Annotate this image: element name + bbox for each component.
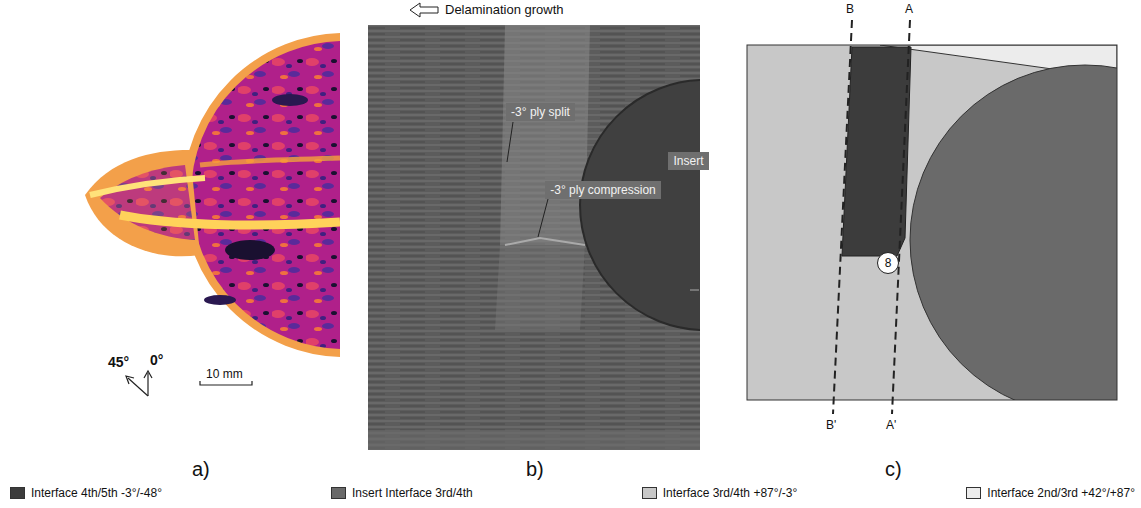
legend-text: Interface 3rd/4th +87°/-3° xyxy=(663,486,798,500)
figure-label: B' xyxy=(826,418,836,433)
figure-label: 10 mm xyxy=(206,367,243,382)
legend: Interface 4th/5th -3°/-48° Insert Interfa… xyxy=(10,484,1135,502)
figure-label: 45° xyxy=(108,354,129,371)
schematic xyxy=(747,45,1117,400)
annotation-box: Insert xyxy=(668,152,709,170)
node-text: -3° ply split xyxy=(511,105,570,119)
figure-label: c) xyxy=(885,458,902,481)
legend-text: Insert Interface 3rd/4th xyxy=(352,486,473,500)
figure-label: b) xyxy=(526,458,544,481)
legend-text: Interface 2nd/3rd +42°/+87° xyxy=(987,486,1135,500)
legend-item: Interface 2nd/3rd +42°/+87° xyxy=(966,486,1135,500)
legend-swatch xyxy=(642,487,657,499)
legend-item: Insert Interface 3rd/4th xyxy=(331,486,473,500)
orientation-arrows xyxy=(126,371,152,396)
legend-swatch xyxy=(10,487,25,499)
legend-swatch xyxy=(966,487,981,499)
figure-label: Delamination growth xyxy=(445,2,564,18)
figure-label: A xyxy=(905,2,913,17)
legend-text: Interface 4th/5th -3°/-48° xyxy=(31,486,162,500)
legend-swatch xyxy=(331,487,346,499)
thermal-image xyxy=(85,37,340,353)
panel-frame xyxy=(747,45,1117,400)
scale-bar xyxy=(200,381,252,385)
node-text: -3° ply compression xyxy=(550,183,656,197)
callout-number: 8 xyxy=(877,252,899,274)
annotation-box: -3° ply split xyxy=(506,103,575,121)
growth-arrow xyxy=(410,3,438,17)
figure-label: a) xyxy=(192,458,210,481)
figure-label: A' xyxy=(886,418,896,433)
node-text: 8 xyxy=(885,256,892,270)
node-text: Insert xyxy=(673,154,703,168)
figure-label: B xyxy=(846,2,854,17)
micrograph xyxy=(368,25,700,450)
legend-item: Interface 4th/5th -3°/-48° xyxy=(10,486,162,500)
annotation-box: -3° ply compression xyxy=(545,181,661,199)
leader-lines xyxy=(507,122,548,237)
legend-item: Interface 3rd/4th +87°/-3° xyxy=(642,486,798,500)
section-lines xyxy=(833,20,910,414)
figure-label: 0° xyxy=(150,352,163,369)
